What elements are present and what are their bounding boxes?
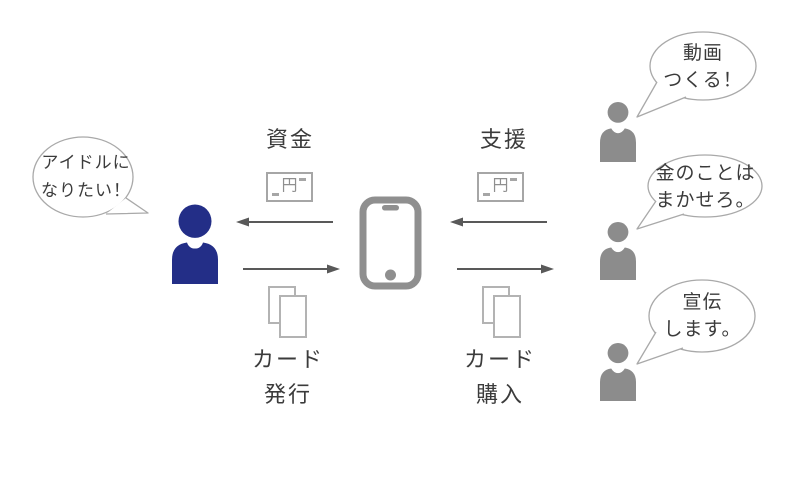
support-arrow-left-icon [450,217,547,227]
card-front [279,295,307,338]
supporter-3-person-icon [600,343,636,401]
idol-speech-text: アイドルに なりたい！ [33,149,139,205]
phone-speaker-icon [382,205,399,211]
bill-dash-icon [272,193,279,196]
yen-symbol: 円 [281,177,298,195]
bill-dash-icon [483,193,490,196]
supporter-2-speech-line1: 金のことは [655,163,756,184]
yen-symbol: 円 [492,177,509,195]
supporter-3-speech-text: 宣伝 します。 [649,289,756,343]
card-purchase-label-line1: カード [463,347,536,372]
card-purchase-label-line2: 購入 [475,382,524,407]
supporter-1-speech-line2: つくる！ [663,70,743,91]
card-issue-label-line2: 発行 [263,382,312,407]
supporter-2-speech-bubble-icon [636,154,763,230]
card-issue-cards-icon [268,286,308,338]
idol-person-icon [172,204,218,284]
idol-speech-bubble-icon [32,136,149,218]
supporter-1-speech-bubble-icon [636,31,757,118]
supporter-2-speech-line2: まかせろ。 [655,190,756,211]
idol-speech-line2: なりたい！ [41,181,131,200]
supporter-1-speech-text: 動画 つくる！ [650,40,756,94]
supporter-1-person-icon [600,102,636,162]
supporter-3-speech-bubble-icon [636,279,756,365]
idol-speech-line1: アイドルに [41,153,131,172]
supporter-1-speech-line1: 動画 [682,43,723,64]
card-purchase-arrow-right-icon [457,264,554,274]
funds-label: 資金 [265,127,314,152]
bill-dash-icon [510,178,517,181]
smartphone-icon [359,196,422,290]
funds-money-bill-icon: 円 [266,172,313,202]
card-issue-arrow-right-icon [243,264,340,274]
funds-arrow-left-icon [236,217,333,227]
bill-dash-icon [299,178,306,181]
supporter-3-speech-line2: します。 [663,319,742,340]
phone-home-button-icon [385,269,396,281]
supporter-3-speech-line1: 宣伝 [682,292,723,313]
support-money-bill-icon: 円 [477,172,524,202]
card-front [493,295,521,338]
card-purchase-cards-icon [482,286,522,338]
card-issue-label-line1: カード [251,347,324,372]
supporter-2-speech-text: 金のことは まかせろ。 [647,160,764,214]
supporter-2-person-icon [600,222,636,280]
support-label: 支援 [479,127,528,152]
